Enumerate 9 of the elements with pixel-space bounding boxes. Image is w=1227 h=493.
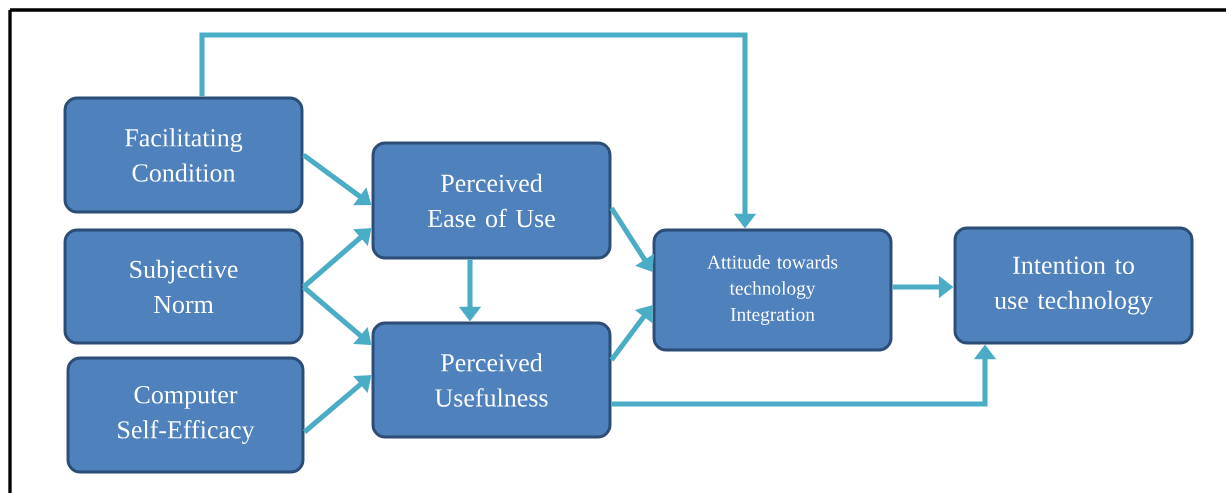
process-box: Intention to use technology bbox=[953, 226, 1194, 345]
arrow bbox=[609, 206, 655, 272]
process-box: Facilitating Condition bbox=[63, 96, 304, 214]
process-box: Perceived Ease of Use bbox=[371, 141, 612, 260]
arrow bbox=[609, 305, 653, 362]
process-box: Attitude towards technology Integration bbox=[652, 228, 893, 352]
process-box: Computer Self-Efficacy bbox=[66, 356, 305, 474]
process-box: Perceived Usefulness bbox=[371, 321, 612, 439]
process-box: Subjective Norm bbox=[63, 228, 304, 345]
